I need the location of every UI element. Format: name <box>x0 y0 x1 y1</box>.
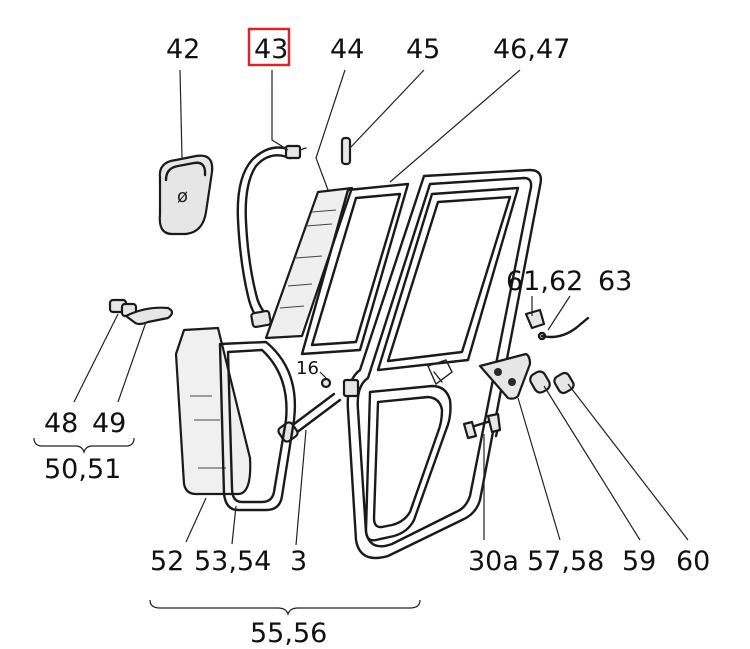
mirror-icon: ø <box>158 154 214 236</box>
group-bracket-48-49 <box>33 437 135 454</box>
label-49: 49 <box>92 408 126 439</box>
svg-text:ø: ø <box>177 186 188 207</box>
hinge-icon <box>478 352 575 400</box>
mirror-arm-icon <box>236 144 307 329</box>
label-53-54: 53,54 <box>194 546 271 577</box>
fitting-icon <box>320 377 360 398</box>
label-42: 42 <box>166 34 200 65</box>
label-43: 43 <box>254 34 288 65</box>
label-50-51: 50,51 <box>44 454 121 485</box>
label-59: 59 <box>622 546 656 577</box>
label-30a: 30a <box>468 546 519 577</box>
label-45: 45 <box>406 34 440 65</box>
door-handle-icon <box>462 412 502 440</box>
quarter-glass-icon <box>174 326 297 512</box>
label-60: 60 <box>676 546 710 577</box>
label-44: 44 <box>330 34 364 65</box>
label-46-47: 46,47 <box>493 34 570 65</box>
window-frame-icon <box>300 182 410 356</box>
label-3: 3 <box>290 546 307 577</box>
latch-icon <box>108 298 174 326</box>
label-48: 48 <box>44 408 78 439</box>
group-bracket-55-56 <box>149 599 421 616</box>
clip-icon <box>524 308 590 341</box>
door-glass-icon <box>264 186 354 340</box>
label-55-56: 55,56 <box>250 618 327 649</box>
label-63: 63 <box>598 266 632 297</box>
pin-icon <box>340 136 352 166</box>
highlight-box <box>247 27 291 67</box>
label-61-62: 61,62 <box>506 266 583 297</box>
label-52: 52 <box>150 546 184 577</box>
leader-lines <box>73 69 689 546</box>
part-labels: 42 43 44 45 46,47 61,62 63 16 48 49 50,5… <box>44 34 710 649</box>
label-16: 16 <box>296 358 319 379</box>
label-57-58: 57,58 <box>527 546 604 577</box>
